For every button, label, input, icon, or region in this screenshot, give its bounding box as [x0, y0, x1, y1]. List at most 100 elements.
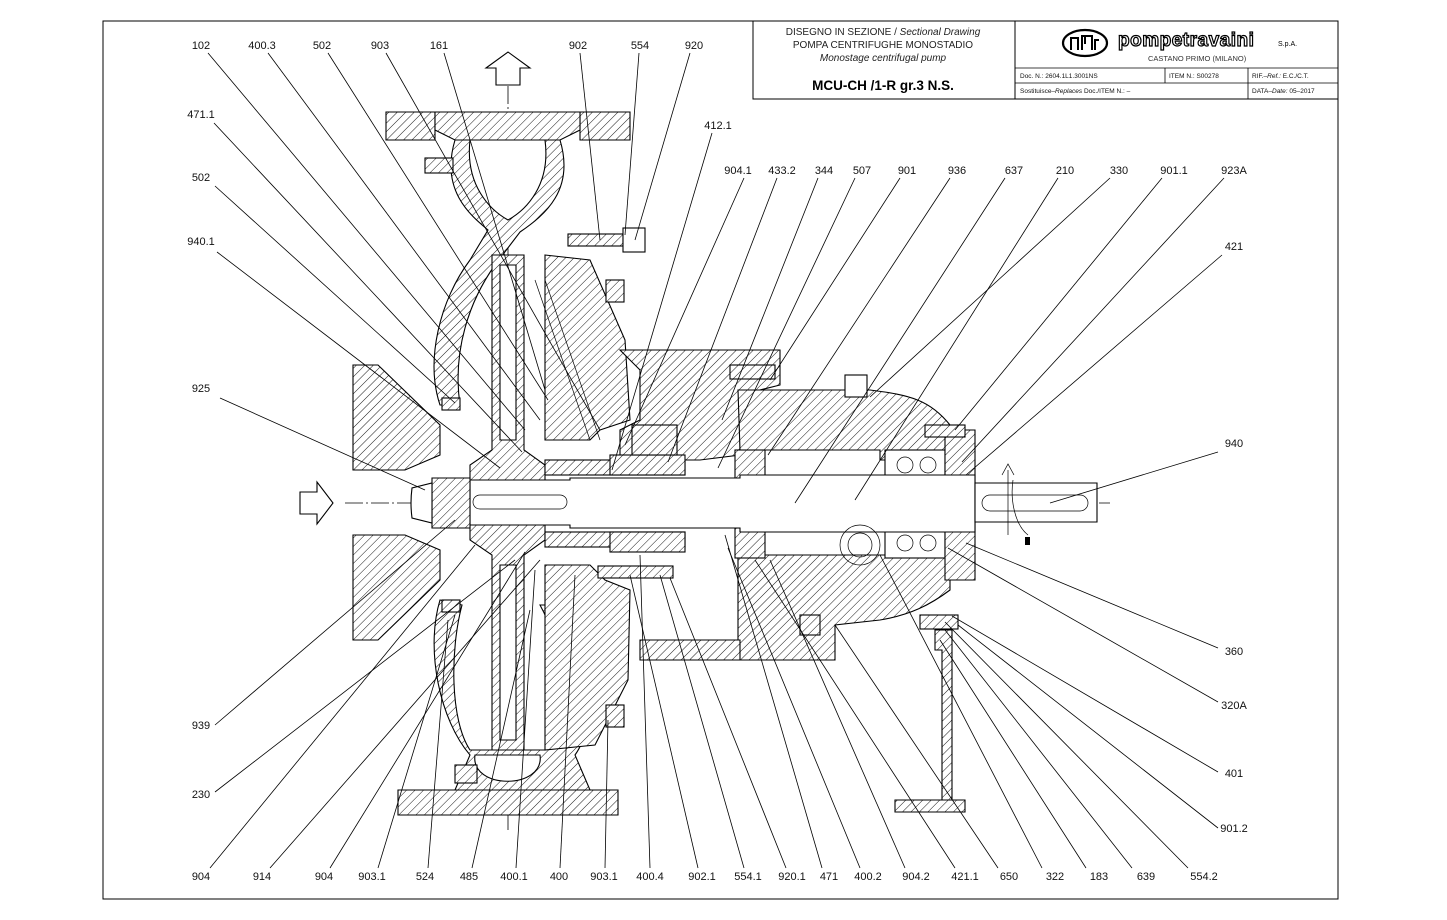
leader-183	[939, 639, 1087, 869]
callout-920: 920	[685, 40, 703, 52]
leader-901-2	[957, 624, 1219, 829]
leader-920	[634, 52, 691, 241]
leader-637	[794, 177, 1006, 504]
leader-421-1	[754, 559, 956, 869]
callout-904-b: 904	[315, 871, 333, 883]
reference: RIF.–Ref.: E.C./C.T.	[1252, 73, 1309, 80]
leader-412-1	[611, 132, 713, 471]
leader-360	[965, 542, 1219, 649]
callout-400-1: 400.1	[500, 871, 528, 883]
leader-421	[965, 254, 1223, 476]
leader-322	[879, 554, 1043, 869]
callout-920-1: 920.1	[778, 871, 806, 883]
leader-230	[214, 559, 516, 793]
callout-412-1: 412.1	[704, 120, 732, 132]
callout-330: 330	[1110, 165, 1128, 177]
leader-433-2	[667, 177, 778, 463]
callout-210: 210	[1056, 165, 1074, 177]
callout-902: 902	[569, 40, 587, 52]
replaces-doc: Sostituisce–Replaces Doc./ITEM N.: –	[1020, 88, 1131, 95]
callout-230: 230	[192, 789, 210, 801]
company-logo: pompetravaini S.p.A. CASTANO PRIMO (MILA…	[1061, 28, 1297, 63]
leader-344	[721, 177, 819, 421]
callout-554: 554	[631, 40, 649, 52]
leader-904-a	[209, 544, 476, 869]
callout-923a: 923A	[1221, 165, 1247, 177]
callout-939: 939	[192, 720, 210, 732]
callout-903-1-a: 903.1	[358, 871, 386, 883]
leader-210	[854, 177, 1059, 501]
leader-507	[717, 177, 856, 469]
callout-344: 344	[815, 165, 833, 177]
leader-904-b	[329, 551, 526, 869]
callout-161: 161	[430, 40, 448, 52]
leader-524	[427, 619, 449, 869]
callout-914: 914	[253, 871, 271, 883]
suction-arrow-icon	[299, 480, 334, 526]
leader-400-2	[727, 547, 861, 869]
callout-leader-lines	[207, 52, 1225, 869]
title-line-2: POMPA CENTRIFUGHE MONOSTADIO	[793, 40, 973, 51]
drawing-date: DATA–Date: 05–2017	[1252, 88, 1315, 95]
callout-471-1: 471.1	[187, 109, 215, 121]
leader-901-1	[954, 177, 1163, 431]
leader-650	[834, 624, 999, 869]
leader-401	[951, 615, 1219, 773]
leader-901	[769, 177, 901, 381]
leader-903	[385, 52, 601, 431]
title-block: DISEGNO IN SEZIONE / Sectional Drawing P…	[752, 20, 1339, 100]
callout-554-2: 554.2	[1190, 871, 1218, 883]
drawing-border	[102, 20, 1339, 900]
leader-471	[724, 534, 823, 869]
callout-421: 421	[1225, 241, 1243, 253]
callout-901-1: 901.1	[1160, 165, 1188, 177]
callout-320a: 320A	[1221, 700, 1247, 712]
callout-903-1-b: 903.1	[590, 871, 618, 883]
callout-904-a: 904	[192, 871, 210, 883]
callout-401: 401	[1225, 768, 1243, 780]
callout-502-top: 502	[313, 40, 331, 52]
leader-936	[767, 177, 951, 456]
leader-940-1	[216, 251, 501, 469]
callout-507: 507	[853, 165, 871, 177]
callout-322: 322	[1046, 871, 1064, 883]
title-line-1: DISEGNO IN SEZIONE / Sectional Drawing	[786, 27, 981, 38]
brand-suffix: S.p.A.	[1278, 41, 1297, 48]
leader-902	[579, 52, 601, 241]
callout-400-2: 400.2	[854, 871, 882, 883]
title-line-3: Monostage centrifugal pump	[820, 53, 947, 64]
callout-360: 360	[1225, 646, 1243, 658]
leader-940	[1049, 451, 1219, 504]
callout-524: 524	[416, 871, 434, 883]
leader-320a	[947, 547, 1219, 703]
callout-471: 471	[820, 871, 838, 883]
leader-939	[214, 519, 456, 726]
model-designation: MCU-CH /1-R gr.3 N.S.	[812, 78, 954, 93]
callout-904-1: 904.1	[724, 165, 752, 177]
callout-639: 639	[1137, 871, 1155, 883]
leader-554	[624, 52, 640, 236]
callout-650: 650	[1000, 871, 1018, 883]
leader-502-left	[214, 185, 456, 404]
leader-400-4	[639, 554, 651, 869]
item-number: ITEM N.: S00278	[1169, 73, 1219, 80]
leader-904-2	[769, 559, 906, 869]
leader-502-top	[327, 52, 549, 401]
discharge-arrow-icon	[484, 51, 532, 86]
callout-902-1: 902.1	[688, 871, 716, 883]
leader-639	[944, 629, 1133, 869]
leader-920-1	[669, 577, 787, 869]
callout-904-2: 904.2	[902, 871, 930, 883]
brand-name: pompetravaini	[1118, 30, 1254, 51]
callout-901: 901	[898, 165, 916, 177]
leader-902-1	[629, 574, 699, 869]
leader-914	[269, 559, 541, 869]
callout-901-2: 901.2	[1220, 823, 1248, 835]
callout-400-3: 400.3	[248, 40, 276, 52]
callout-433-2: 433.2	[768, 165, 796, 177]
callout-502-left: 502	[192, 172, 210, 184]
callout-925: 925	[192, 383, 210, 395]
leader-554-1	[659, 574, 745, 869]
